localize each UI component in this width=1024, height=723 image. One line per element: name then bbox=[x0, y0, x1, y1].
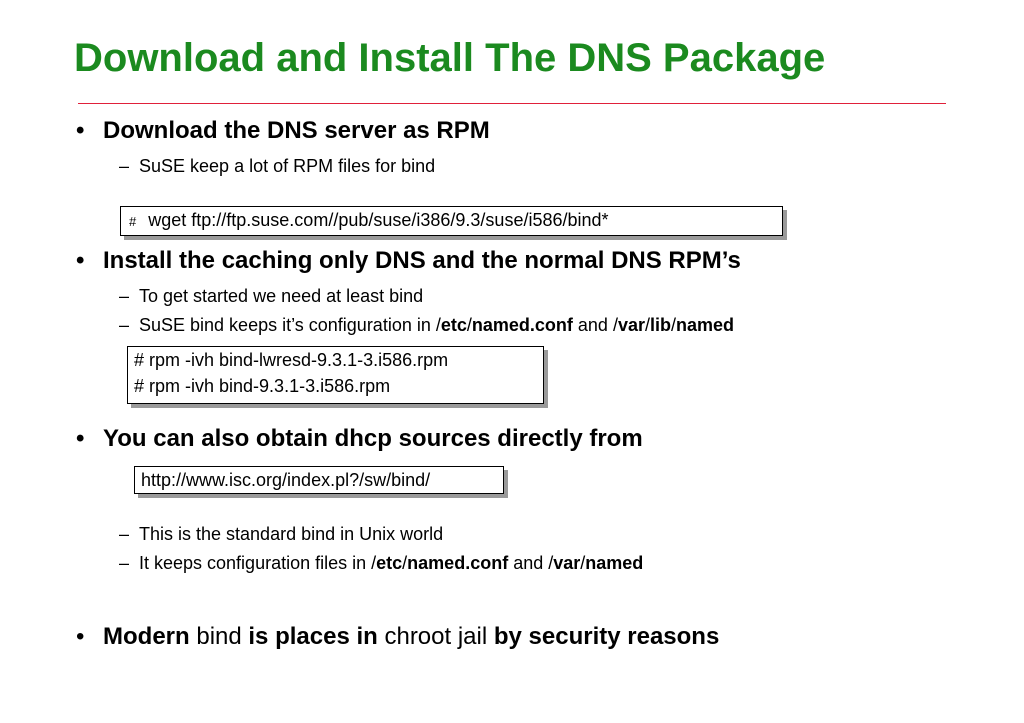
sub-get-started-text: To get started we need at least bind bbox=[139, 286, 424, 306]
wget-command-box: # wget ftp://ftp.suse.com//pub/suse/i386/… bbox=[120, 206, 783, 236]
path-part: named.conf bbox=[471, 315, 573, 335]
path-part: named bbox=[676, 315, 735, 335]
wget-command: wget ftp://ftp.suse.com//pub/suse/i386/9… bbox=[148, 210, 609, 230]
bullet-obtain-text: You can also obtain dhcp sources directl… bbox=[103, 425, 643, 452]
text-part: / bbox=[644, 315, 650, 335]
text-part: / bbox=[402, 553, 408, 573]
text-part: SuSE bind keeps it’s configuration in / bbox=[139, 315, 441, 335]
dash: – bbox=[119, 286, 130, 306]
text-part: chroot jail bbox=[377, 623, 494, 650]
path-part: lib bbox=[650, 315, 671, 335]
sub-bind-config: –SuSE bind keeps it’s configuration in /… bbox=[119, 315, 734, 336]
command-prompt: # bbox=[129, 214, 137, 229]
path-part: etc bbox=[440, 315, 467, 335]
sub-standard-bind-text: This is the standard bind in Unix world bbox=[139, 524, 444, 544]
title-divider bbox=[78, 103, 946, 104]
path-part: var bbox=[617, 315, 645, 335]
text-part: and / bbox=[508, 553, 554, 573]
text-part: by security reasons bbox=[493, 623, 720, 650]
bullet-modern: • Modern bind is places in chroot jail by… bbox=[76, 623, 719, 651]
dash: – bbox=[119, 553, 130, 573]
rpm-command-1: # rpm -ivh bind-lwresd-9.3.1-3.i586.rpm bbox=[134, 350, 449, 370]
isc-url-box: http://www.isc.org/index.pl?/sw/bind/ bbox=[134, 466, 504, 494]
bullet-install: • Install the caching only DNS and the no… bbox=[76, 247, 741, 275]
rpm-command-2: # rpm -ivh bind-9.3.1-3.i586.rpm bbox=[134, 376, 391, 396]
sub-standard-bind: –This is the standard bind in Unix world bbox=[119, 524, 443, 545]
sub-get-started: –To get started we need at least bind bbox=[119, 286, 423, 307]
rpm-command-box: # rpm -ivh bind-lwresd-9.3.1-3.i586.rpm … bbox=[127, 346, 544, 404]
dash: – bbox=[119, 315, 130, 335]
sub-suse-rpm: –SuSE keep a lot of RPM files for bind bbox=[119, 156, 435, 177]
text-part: It keeps configuration files in / bbox=[139, 553, 377, 573]
dash: – bbox=[119, 524, 130, 544]
isc-url: http://www.isc.org/index.pl?/sw/bind/ bbox=[141, 470, 431, 490]
text-part: bind bbox=[189, 623, 249, 650]
bullet-dot: • bbox=[76, 425, 85, 452]
dash: – bbox=[119, 156, 130, 176]
bullet-download-text: Download the DNS server as RPM bbox=[103, 117, 490, 144]
bullet-install-text: Install the caching only DNS and the nor… bbox=[103, 247, 741, 274]
bullet-dot: • bbox=[76, 117, 85, 144]
bullet-obtain: • You can also obtain dhcp sources direct… bbox=[76, 425, 643, 453]
slide-title: Download and Install The DNS Package bbox=[74, 36, 826, 80]
sub-config-files: –It keeps configuration files in /etc/na… bbox=[119, 553, 643, 574]
bullet-dot: • bbox=[76, 247, 85, 274]
text-part: / bbox=[671, 315, 677, 335]
path-part: named.conf bbox=[407, 553, 509, 573]
path-part: var bbox=[553, 553, 581, 573]
sub-suse-rpm-text: SuSE keep a lot of RPM files for bind bbox=[139, 156, 436, 176]
bullet-download: • Download the DNS server as RPM bbox=[76, 117, 490, 145]
text-part: Modern bbox=[103, 623, 190, 650]
path-part: etc bbox=[376, 553, 403, 573]
text-part: and / bbox=[572, 315, 618, 335]
text-part: / bbox=[466, 315, 472, 335]
text-part: / bbox=[580, 553, 586, 573]
path-part: named bbox=[585, 553, 644, 573]
text-part: is places in bbox=[248, 623, 378, 650]
bullet-dot: • bbox=[76, 623, 85, 650]
